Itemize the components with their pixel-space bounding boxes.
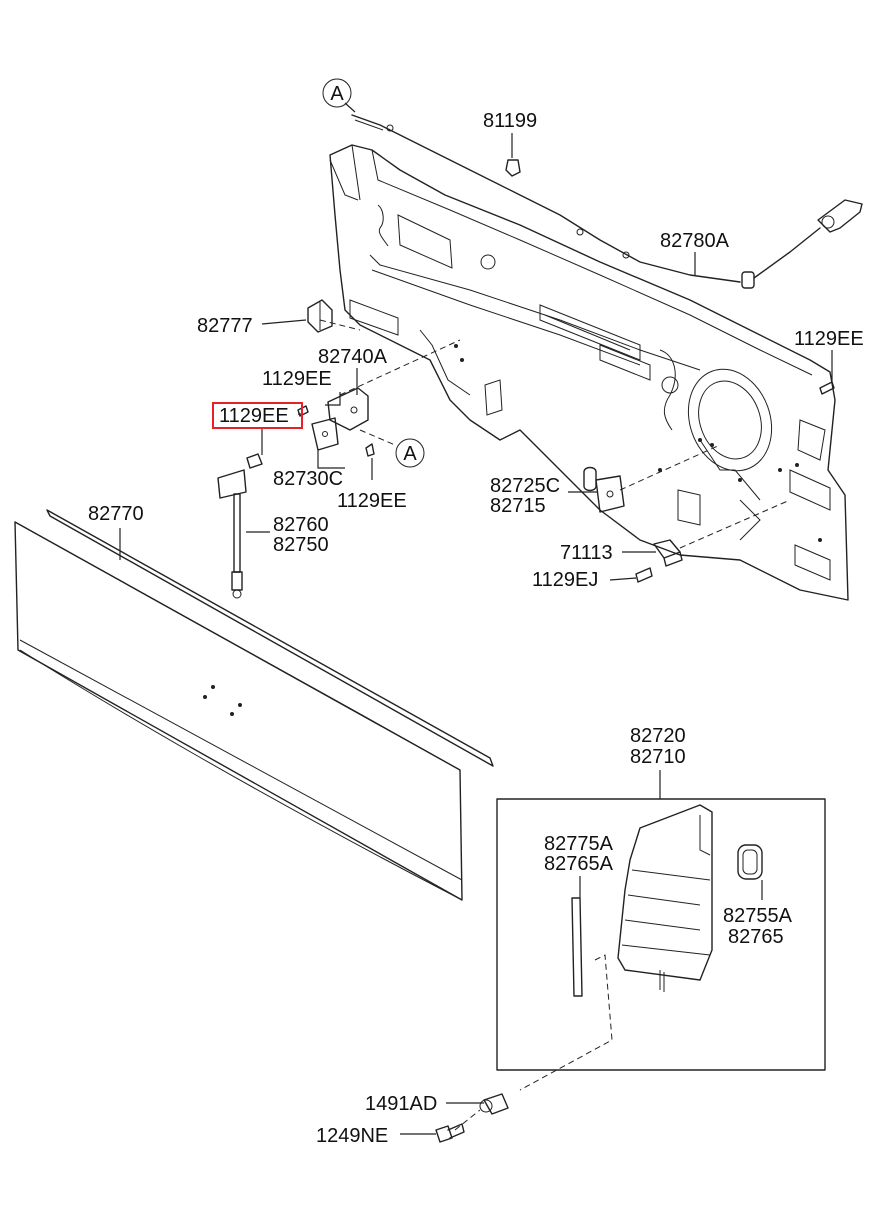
label-82720[interactable]: 82720 (630, 725, 686, 747)
label-1249ne[interactable]: 1249NE (316, 1125, 388, 1147)
trim-box (496, 798, 826, 1071)
label-82775a[interactable]: 82775A (544, 833, 614, 855)
label-82755a[interactable]: 82755A (723, 905, 793, 927)
ref-circle-a-mid: A (395, 438, 425, 468)
label-82750[interactable]: 82750 (273, 534, 329, 556)
label-82740a[interactable]: 82740A (318, 346, 388, 368)
label-82765a[interactable]: 82765A (544, 853, 614, 875)
label-82760[interactable]: 82760 (273, 514, 329, 536)
gas-strut (217, 469, 247, 599)
rear-body-panel (329, 144, 849, 601)
label-82710[interactable]: 82710 (630, 746, 686, 768)
ref-a-mid-text: A (403, 443, 417, 465)
release-cable (351, 114, 863, 289)
label-1129ee-right[interactable]: 1129EE (794, 328, 864, 350)
label-71113[interactable]: 71113 (560, 542, 613, 564)
label-1129ee-a[interactable]: 1129EE (262, 368, 332, 390)
label-82770[interactable]: 82770 (88, 503, 144, 525)
screw-1249ne (435, 1123, 465, 1143)
tailgate (14, 509, 494, 901)
part-labels: 81199 82780A 82777 1129EE 82740A 1129EE … (88, 110, 864, 1147)
label-82715[interactable]: 82715 (490, 495, 546, 517)
ref-circle-a-top: A (322, 78, 352, 108)
label-82780a[interactable]: 82780A (660, 230, 730, 252)
clip-81199 (505, 159, 521, 177)
label-82765[interactable]: 82765 (728, 926, 784, 948)
clip-1491ad (479, 1093, 509, 1115)
label-1491ad[interactable]: 1491AD (365, 1093, 437, 1115)
label-1129ee-b[interactable]: 1129EE (337, 490, 407, 512)
bolt-1129ee-gas (246, 453, 263, 469)
label-1129ee-highlight[interactable]: 1129EE (219, 405, 289, 427)
label-82730c[interactable]: 82730C (273, 468, 343, 490)
ref-a-top-text: A (330, 83, 344, 105)
striker (583, 466, 625, 513)
assembly-lines (319, 319, 791, 1131)
bolt-1129ee-right (819, 381, 835, 395)
highlight-box[interactable] (212, 402, 303, 429)
leader-lines (119, 133, 833, 1135)
label-82777[interactable]: 82777 (197, 315, 253, 337)
bumper-82777 (307, 299, 333, 333)
bolt-1129ej (635, 567, 653, 583)
latch-assembly (297, 387, 375, 457)
label-82725c[interactable]: 82725C (490, 475, 560, 497)
label-1129ej[interactable]: 1129EJ (532, 569, 598, 591)
label-81199[interactable]: 81199 (483, 110, 537, 132)
bumper-stop-71113 (653, 539, 683, 567)
